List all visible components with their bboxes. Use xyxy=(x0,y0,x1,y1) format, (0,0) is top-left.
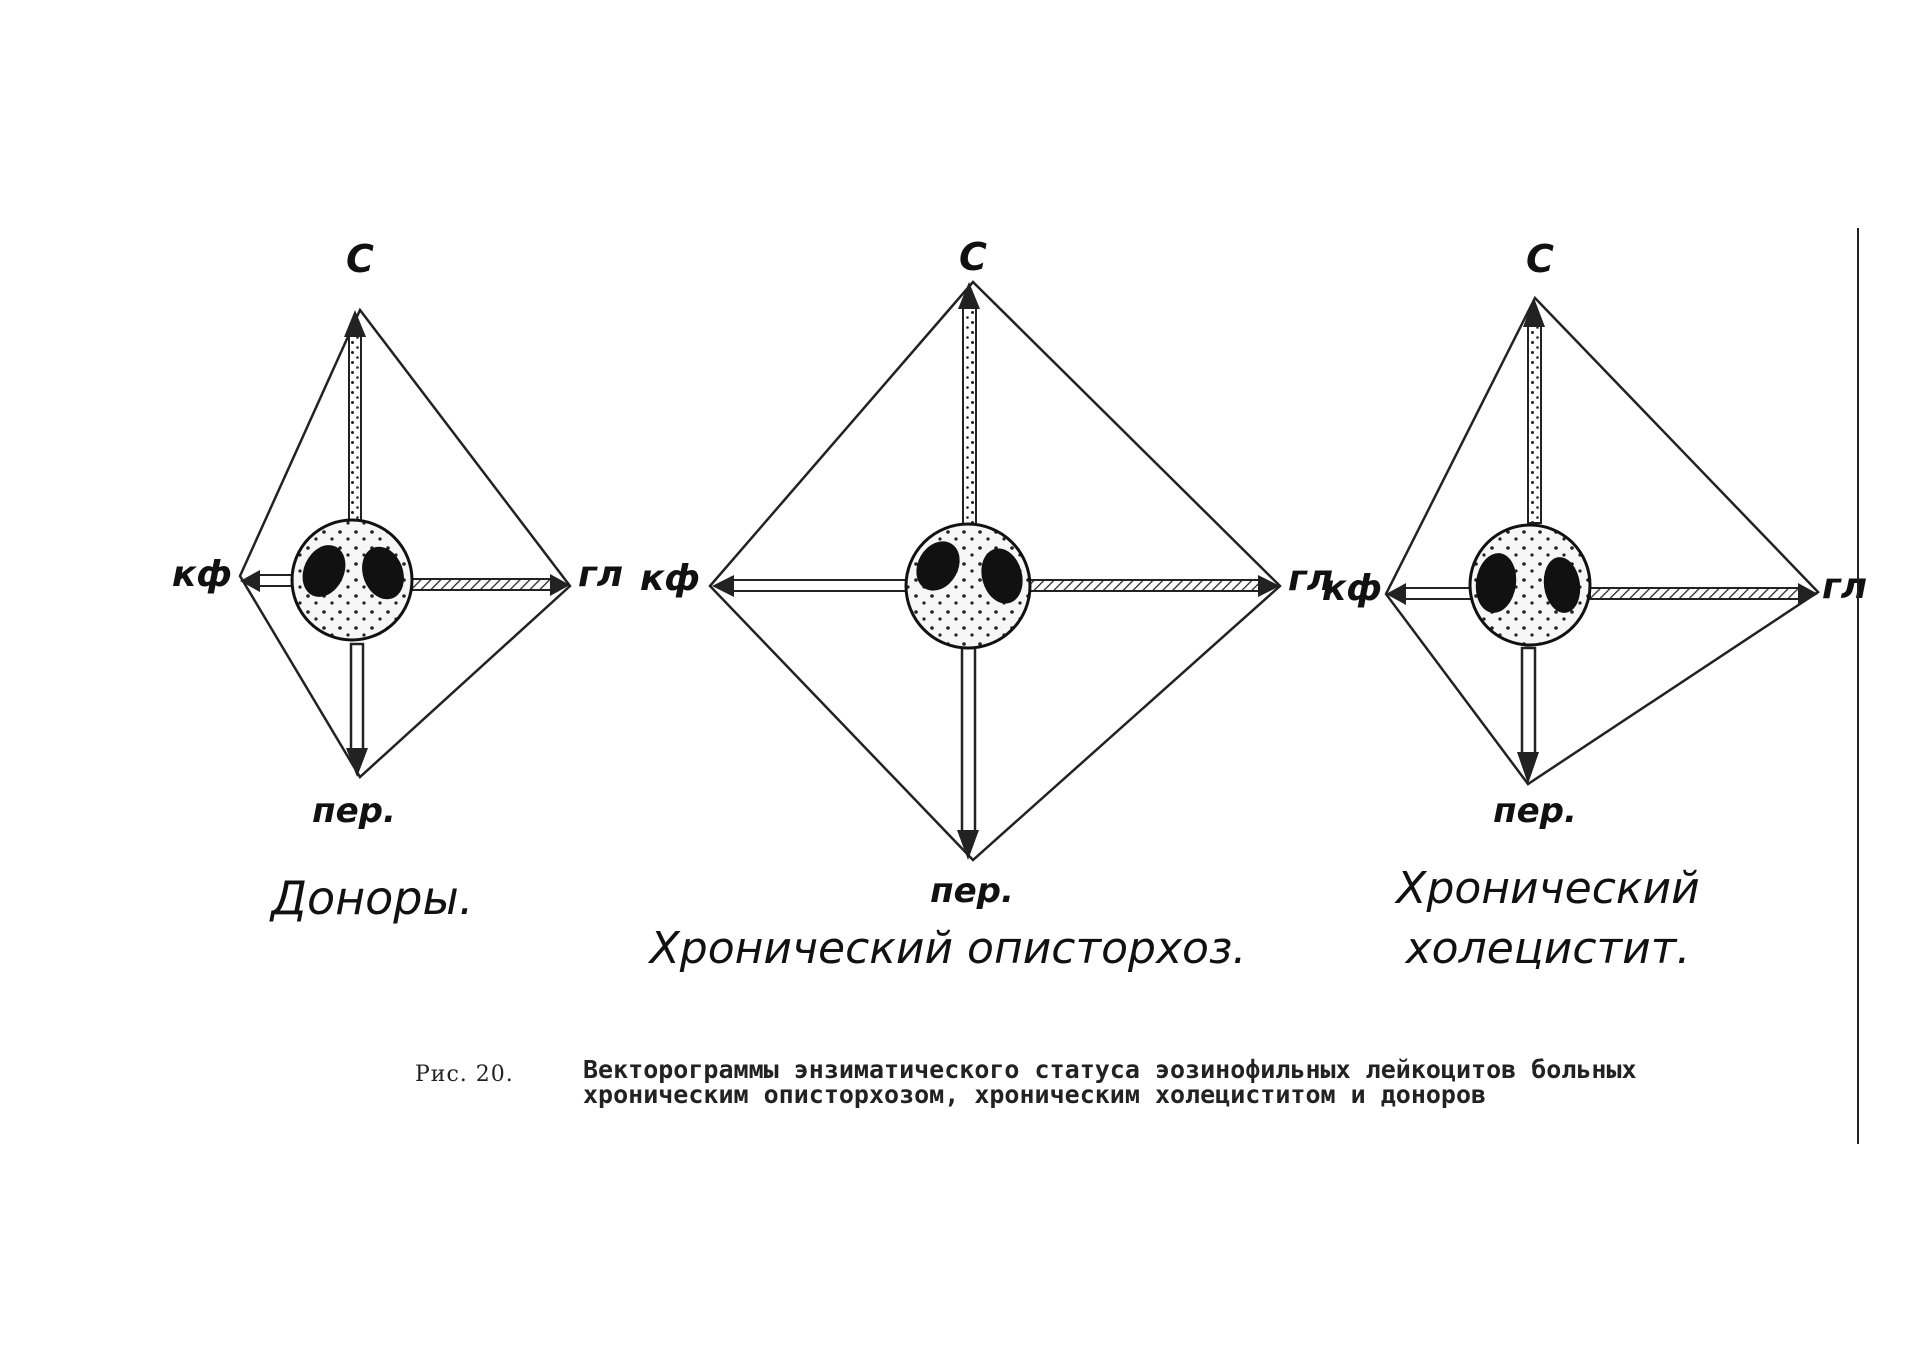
axis-label-per: пер. xyxy=(1493,791,1577,831)
axis-label-gl: гл xyxy=(1288,558,1333,599)
vectorogram-cholecystitis: С кф гл пер. Хронический холецистит. xyxy=(1322,237,1867,974)
vector-envelope xyxy=(1384,295,1820,786)
axis-label-per: пер. xyxy=(312,791,396,831)
vector-s xyxy=(1523,298,1545,524)
diagram-title-line-2: холецистит. xyxy=(1404,923,1691,974)
vector-s xyxy=(344,310,366,521)
vector-per xyxy=(1517,646,1539,784)
axis-label-gl: гл xyxy=(1822,566,1867,607)
axis-label-s: С xyxy=(346,237,374,281)
vector-gl xyxy=(411,574,570,596)
diagram-title-line-1: Хронический описторхоз. xyxy=(648,923,1247,974)
vectorogram-opisthorchiasis: С кф гл пер. Хронический описторхоз. xyxy=(640,235,1333,974)
diagram-title-line-1: Хронический xyxy=(1394,863,1699,914)
axis-label-s: С xyxy=(959,235,987,279)
vector-per xyxy=(957,646,979,860)
eosinophil-cell-icon xyxy=(904,522,1032,650)
vector-kf xyxy=(1386,583,1473,605)
margin-line xyxy=(1857,228,1859,1144)
caption-prefix: Рис. 20. xyxy=(415,1062,514,1087)
vector-envelope xyxy=(238,307,572,779)
axis-label-s: С xyxy=(1526,237,1554,281)
axis-label-per: пер. xyxy=(930,871,1014,911)
vectorogram-donors: С кф гл пер. Доноры. xyxy=(172,237,623,925)
axis-label-kf: кф xyxy=(640,558,700,599)
vector-gl xyxy=(1589,583,1818,605)
caption-text: Векторограммы энзиматического статуса эо… xyxy=(583,1055,1637,1109)
diagram-title-line-1: Доноры. xyxy=(269,871,473,925)
eosinophil-cell-icon xyxy=(290,518,414,642)
vector-envelope xyxy=(708,280,1282,862)
vector-kf xyxy=(712,575,911,597)
eosinophil-cell-icon xyxy=(1468,523,1592,647)
axis-label-kf: кф xyxy=(172,554,232,595)
axis-label-kf: кф xyxy=(1322,568,1382,609)
vector-s xyxy=(958,282,980,526)
axis-label-gl: гл xyxy=(578,554,623,595)
vector-gl xyxy=(1029,575,1280,597)
vector-per xyxy=(346,642,368,777)
